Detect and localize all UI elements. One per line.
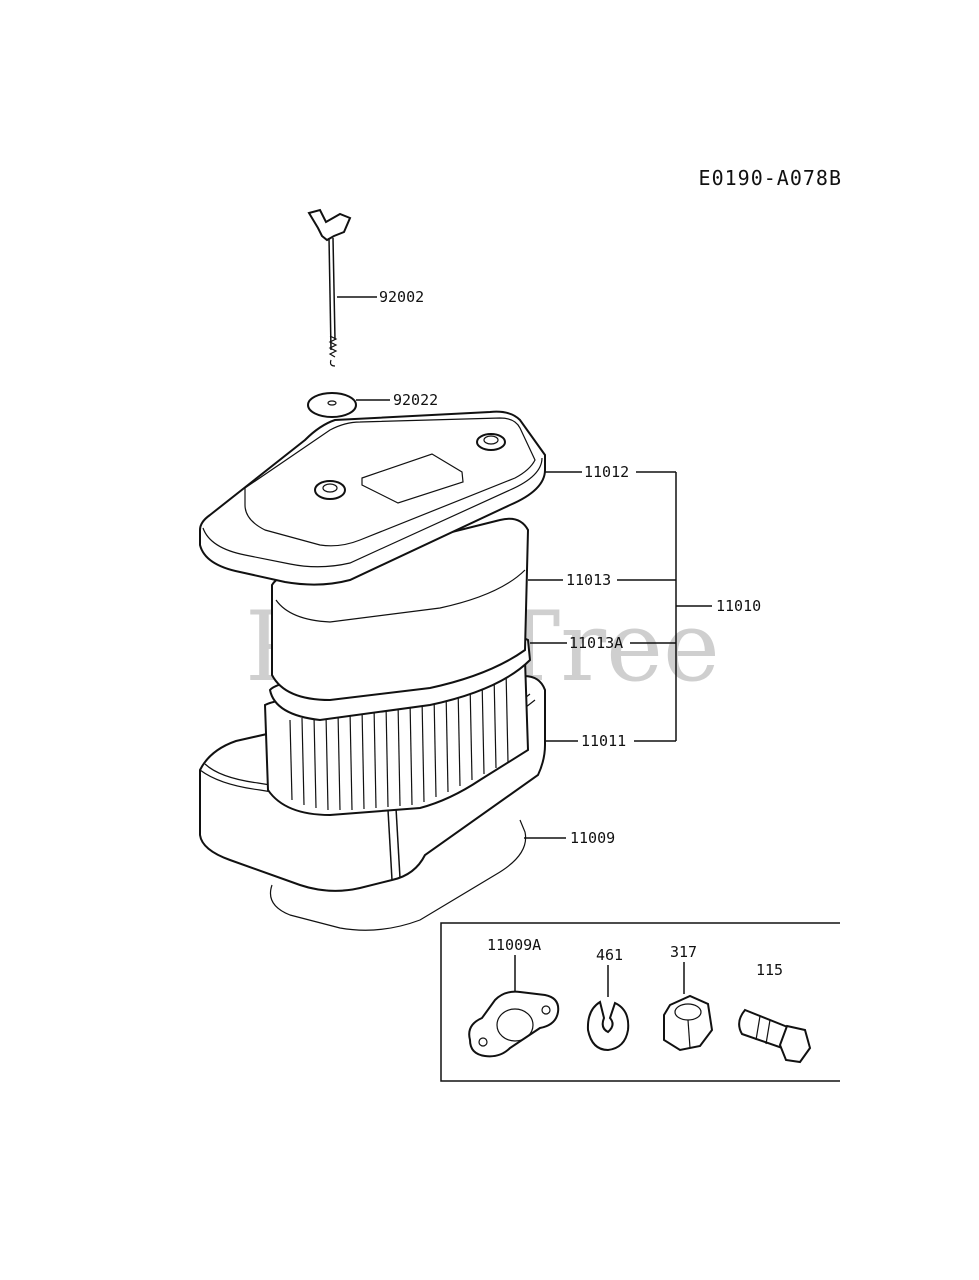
gasket-11009a-part[interactable] [468, 990, 560, 1058]
wing-bolt-part[interactable] [307, 208, 352, 367]
callout-11012: 11012 [584, 463, 629, 481]
lock-washer-461-part[interactable] [586, 1000, 630, 1052]
diagram-code: E0190-A078B [699, 166, 842, 190]
callout-11010: 11010 [716, 597, 761, 615]
callout-11013A: 11013A [569, 634, 623, 652]
bolt-115-part[interactable] [738, 1008, 812, 1064]
washer-part[interactable] [307, 392, 357, 418]
gasket-part[interactable] [269, 819, 527, 931]
callout-11013: 11013 [566, 571, 611, 589]
callout-115: 115 [756, 961, 783, 979]
nut-317-part[interactable] [663, 994, 714, 1052]
callout-461: 461 [596, 946, 623, 964]
callout-11009A: 11009A [487, 936, 541, 954]
callout-92022: 92022 [393, 391, 438, 409]
callout-317: 317 [670, 943, 697, 961]
callout-11011: 11011 [581, 732, 626, 750]
callout-92002: 92002 [379, 288, 424, 306]
air-cleaner-cover-part[interactable] [199, 410, 546, 586]
hardware-inset-box [440, 922, 840, 1082]
callout-11009: 11009 [570, 829, 615, 847]
